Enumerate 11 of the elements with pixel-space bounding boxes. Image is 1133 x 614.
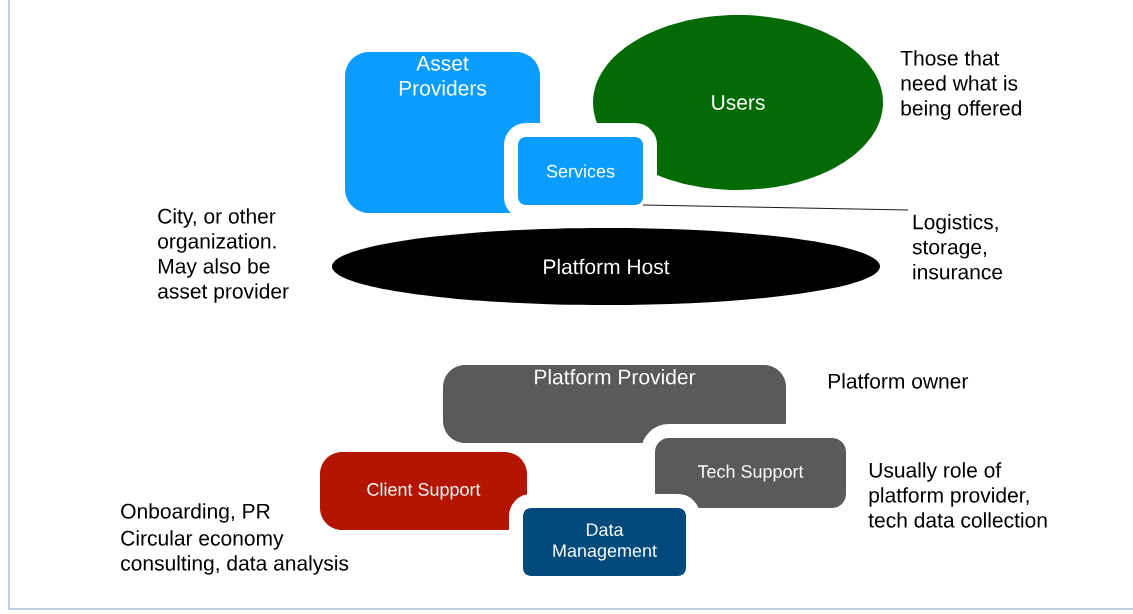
- group-box: Asset Providers: [345, 52, 540, 213]
- leader-line: [642, 204, 909, 211]
- role-box: Client Support: [320, 452, 527, 530]
- note-text: Platform owner: [828, 373, 969, 389]
- note-text: Logistics, storage, insurance: [912, 214, 1003, 280]
- note-text: Those that need what is being offered: [900, 50, 1022, 120]
- note-text: Circular economy consulting, data analysis: [121, 530, 349, 575]
- note-text: City, or other organization. May also be asset provider: [158, 208, 289, 303]
- note-text: Usually role of platform provider, tech data collection: [868, 462, 1047, 528]
- group-box: Platform Provider: [443, 365, 786, 443]
- note-text: Onboarding, PR: [121, 503, 270, 523]
